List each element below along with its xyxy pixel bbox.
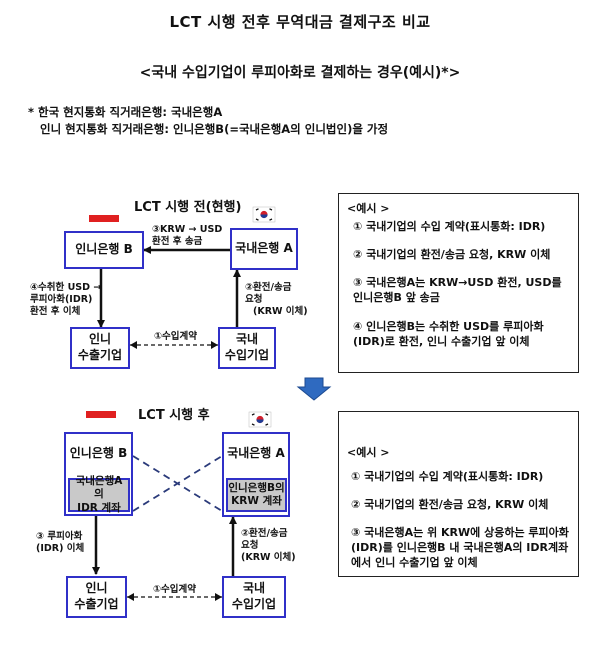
before-arrow-3-label: ③KRW → USD 환전 후 송금 (152, 224, 222, 248)
before-step-4: ④ 인니은행B는 수취한 USD를 루피아화(IDR)로 환전, 인니 수출기업… (353, 320, 544, 348)
indonesia-flag-icon (89, 215, 119, 222)
after-importer-line2: 수입기업 (231, 597, 277, 611)
after-dashed-cross-2 (132, 455, 223, 512)
before-arrow-2-label-line3: (KRW 이체) (253, 305, 308, 317)
after-step-1: ① 국내기업의 수입 계약(표시통화: IDR) (351, 470, 544, 483)
after-arrow-2-label-line1: ②환전/송금 (241, 528, 288, 539)
before-bank-b-label: 인니은행 B (75, 242, 133, 257)
before-bank-a-label: 국내은행 A (235, 241, 293, 256)
after-contract-label: ①수입계약 (153, 584, 197, 595)
before-step-3: ③ 국내은행A는 KRW→USD 환전, USD를 인니은행B 앞 송금 (353, 276, 562, 304)
korea-flag-icon (252, 206, 276, 223)
after-panel-head: <예시 > (347, 446, 390, 459)
after-example-panel: <예시 > ① 국내기업의 수입 계약(표시통화: IDR) ② 국내기업의 환… (338, 411, 579, 577)
before-arrow-2-label: ②환전/송금 요청 (KRW 이체) (245, 282, 308, 318)
after-section-title: LCT 시행 후 (138, 408, 210, 423)
before-exporter-line2: 수출기업 (77, 348, 123, 362)
before-arrow-3-label-line2: 환전 후 송금 (152, 235, 203, 247)
after-arrow-2-label: ②환전/송금 요청 (KRW 이체) (241, 528, 296, 564)
before-arrow-4-label-line3: 환전 후 이체 (30, 305, 81, 317)
before-importer-line1: 국내 (235, 332, 259, 347)
before-arrow-4-label-line1: ④수취한 USD → (30, 282, 102, 293)
before-bank-b: 인니은행 B (64, 231, 144, 269)
before-contract-label: ①수입계약 (154, 331, 198, 342)
after-exporter-line2: 수출기업 (74, 597, 119, 611)
after-bank-a-label: 국내은행 A (227, 446, 285, 460)
before-exporter-line1: 인니 (88, 332, 112, 347)
page-title: LCT 시행 전후 무역대금 결제구조 비교 (169, 13, 431, 31)
after-contract-arrow-left (127, 593, 134, 601)
before-arrow-4-label-line2: 루피아화(IDR) (30, 293, 93, 305)
after-bank-a-account: 인니은행B의 KRW 계좌 (226, 478, 287, 512)
after-exporter: 인니 수출기업 (66, 576, 127, 618)
after-bank-a-account-line2: KRW 계좌 (231, 495, 282, 507)
after-arrow-3-label: ③ 루피아화 (IDR) 이체 (36, 531, 84, 555)
korea-flag-icon (248, 411, 272, 428)
after-arrow-2-label-line3: (KRW 이체) (241, 551, 296, 563)
after-arrow-3-label-line1: ③ 루피아화 (36, 531, 83, 542)
before-importer-line2: 수입기업 (224, 348, 270, 362)
before-importer: 국내 수입기업 (218, 327, 276, 369)
before-exporter: 인니 수출기업 (70, 327, 130, 369)
before-bank-a: 국내은행 A (230, 228, 298, 270)
page-subtitle: <국내 수입기업이 루피아화로 결제하는 경우(예시)*> (139, 65, 461, 81)
after-bank-b-account: 국내은행A 의 IDR 계좌 (68, 475, 130, 514)
note-line-2: 인니 현지통화 직거래은행: 인니은행B(=국내은행A의 인니법인)을 가정 (40, 122, 389, 136)
after-contract-arrow-right (215, 593, 222, 601)
after-step-3: ③ 국내은행A는 위 KRW에 상응하는 루피아화(IDR)를 인니은행B 내 … (351, 526, 569, 569)
indonesia-flag-icon (86, 411, 116, 418)
after-bank-b-label: 인니은행 B (69, 446, 128, 460)
before-example-panel: <예시 > ① 국내기업의 수입 계약(표시통화: IDR) ② 국내기업의 환… (338, 193, 579, 373)
before-arrow-3-label-line1: ③KRW → USD (152, 224, 223, 235)
after-bank-b-account-line1: 국내은행A 의 (75, 475, 123, 501)
after-step-2: ② 국내기업의 환전/송금 요청, KRW 이체 (351, 498, 549, 511)
down-arrow-icon (296, 377, 332, 401)
before-panel-head: <예시 > (347, 202, 390, 215)
note-line-1: * 한국 현지통화 직거래은행: 국내은행A (28, 105, 223, 119)
before-arrow-4-label: ④수취한 USD → 루피아화(IDR) 환전 후 이체 (30, 282, 101, 318)
after-bank-a-account-line1: 인니은행B의 (228, 481, 285, 494)
before-section-title: LCT 시행 전(현행) (134, 200, 242, 215)
before-arrow-2-label-line2: 요청 (245, 293, 263, 305)
before-step-2: ② 국내기업의 환전/송금 요청, KRW 이체 (353, 248, 551, 261)
before-step-1: ① 국내기업의 수입 계약(표시통화: IDR) (353, 220, 546, 233)
after-arrow-2-label-line2: 요청 (241, 539, 259, 551)
before-contract-arrow-right (211, 341, 218, 349)
before-arrow-2-label-line1: ②환전/송금 (245, 282, 292, 293)
after-importer: 국내 수입기업 (222, 576, 286, 618)
after-bank-b-account-line2: IDR 계좌 (77, 501, 121, 514)
before-contract-arrow-left (130, 341, 137, 349)
after-importer-line1: 국내 (242, 581, 266, 596)
after-arrow-3-label-line2: (IDR) 이체 (36, 542, 85, 554)
after-exporter-line1: 인니 (85, 581, 108, 596)
